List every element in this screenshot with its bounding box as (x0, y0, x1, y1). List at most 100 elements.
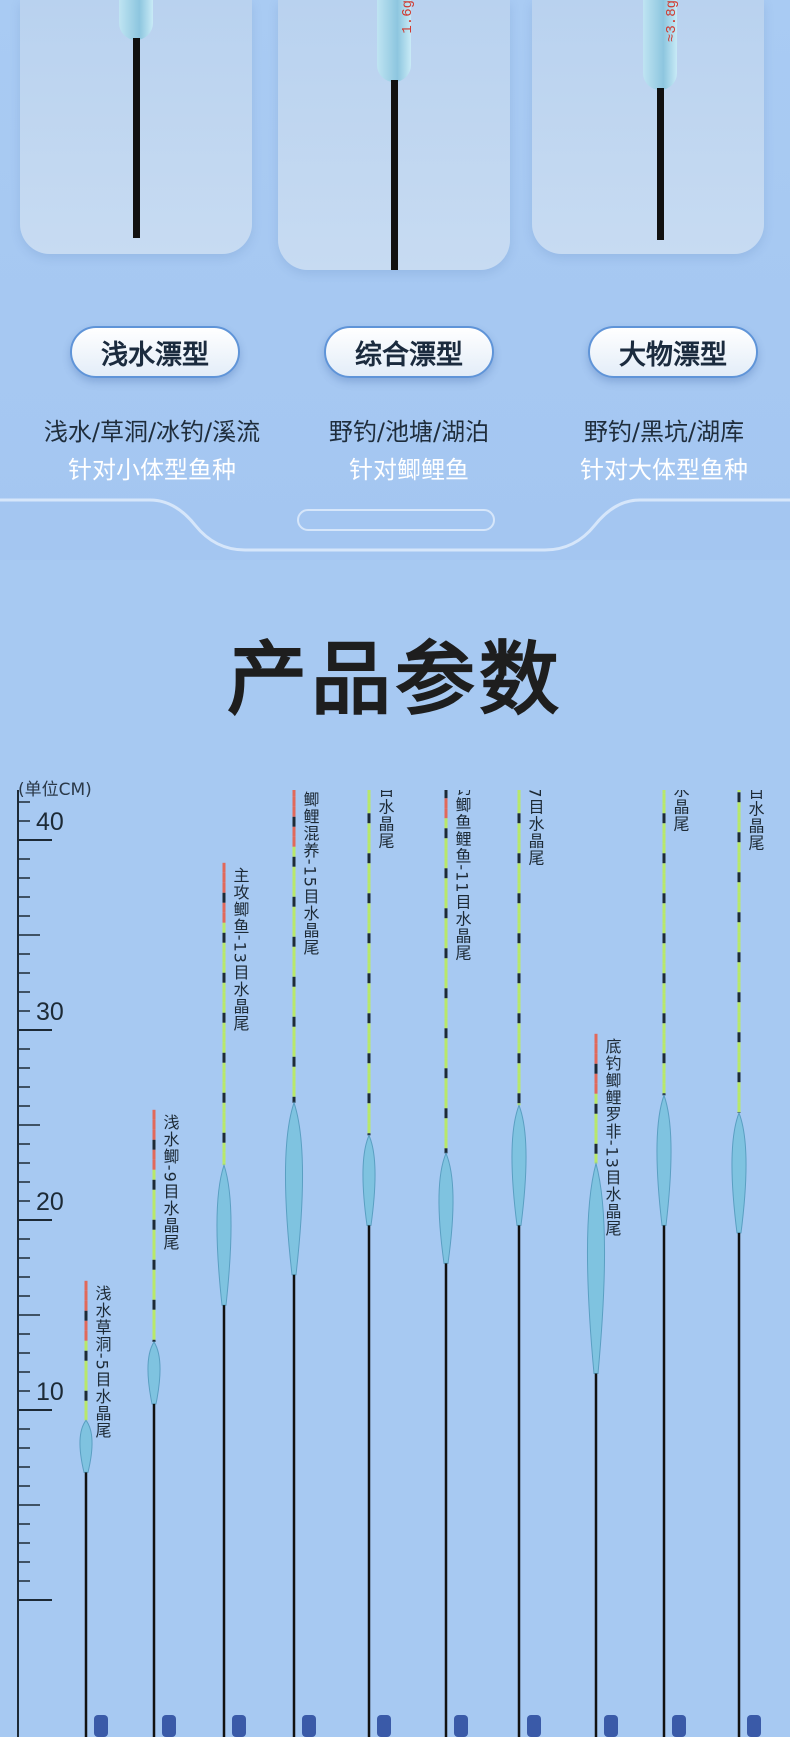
type-target-general: 针对鲫鲤鱼 (349, 456, 469, 484)
float-tip-segment (737, 1062, 741, 1073)
type-pill-shallow: 浅水漂型 (70, 326, 240, 378)
float-tip-segment (662, 813, 666, 824)
float-tip-segment (517, 993, 521, 1004)
float-tip-segment (367, 973, 371, 984)
float-tip-segment (517, 1023, 521, 1034)
float-tip-segment (222, 982, 226, 993)
float-tip-segment (152, 1219, 156, 1230)
float-image-card: ≈3.8g (532, 0, 764, 254)
float-tip-segment (737, 882, 741, 893)
float-tip-segment (367, 790, 371, 794)
float-tip-segment (662, 790, 666, 794)
float-tip-segment (662, 953, 666, 964)
float-tip-segment (222, 932, 226, 943)
float-tip-segment (367, 853, 371, 864)
float-tip-segment (222, 1062, 226, 1073)
float-tip-segment (84, 1330, 88, 1341)
float-tip-segment (737, 1042, 741, 1053)
float-tip-segment (292, 1096, 296, 1103)
float-tip-segment (367, 803, 371, 814)
float-tip-segment (222, 992, 226, 1003)
float-tip-segment (222, 1112, 226, 1123)
float-tip-segment (367, 823, 371, 834)
float-tip-segment (292, 826, 296, 837)
section-title: 产品参数 (227, 633, 563, 726)
float-tip-segment (444, 1028, 448, 1039)
float-tip-segment (594, 1043, 598, 1054)
float-tip-segment (517, 1053, 521, 1064)
float-tip-segment (152, 1339, 156, 1342)
float-tip-segment (444, 808, 448, 819)
float-tip-segment (292, 856, 296, 867)
float-tip-segment (662, 983, 666, 994)
float-body (642, 0, 677, 90)
float-tip-segment (517, 913, 521, 924)
float-tip-segment (737, 790, 741, 793)
float-tip-segment (222, 922, 226, 933)
float-tip-segment (444, 1098, 448, 1109)
float-body (511, 1103, 527, 1226)
float-tip-segment (222, 1122, 226, 1133)
float-tip-segment (84, 1400, 88, 1411)
float-tag (672, 1715, 686, 1737)
float-tip-segment (517, 1013, 521, 1024)
float-tip-segment (662, 1053, 666, 1064)
float-tip-segment (662, 1073, 666, 1084)
float-tip-segment (292, 1076, 296, 1087)
float-tag (162, 1715, 176, 1737)
float-tip-segment (517, 1003, 521, 1014)
float-tip-segment (737, 942, 741, 953)
float-tip-segment (84, 1310, 88, 1321)
float-tip-segment (444, 828, 448, 839)
float-tip-segment (367, 913, 371, 924)
float-tip-segment (594, 1103, 598, 1114)
float-tip-segment (367, 1073, 371, 1084)
float-tip-segment (444, 1138, 448, 1149)
float-name-label: 主攻鲫鲤鱼-17目水晶尾 (376, 790, 395, 849)
float-tip-segment (444, 978, 448, 989)
float-tip-segment (367, 1103, 371, 1114)
float-tip-segment (367, 1063, 371, 1074)
float-tip-segment (444, 928, 448, 939)
float-tip-segment (222, 952, 226, 963)
float-tip-segment (367, 1093, 371, 1104)
float-tip-segment (152, 1279, 156, 1290)
float-tip-segment (84, 1370, 88, 1381)
float-tip-segment (517, 1033, 521, 1044)
float-tip-segment (292, 996, 296, 1007)
float-tip-segment (367, 1113, 371, 1124)
float-tip-segment (517, 983, 521, 994)
type-use-big: 野钓/黑坑/湖库 (583, 418, 745, 446)
float-tag (377, 1715, 391, 1737)
float-tip-segment (594, 1063, 598, 1074)
float-name-label: 主攻鲫鱼-13目水晶尾 (231, 867, 250, 1032)
float-tip-segment (367, 1033, 371, 1044)
float-tip-segment (444, 1128, 448, 1139)
float-tip-segment (292, 956, 296, 967)
float-tip-segment (367, 883, 371, 894)
float-tip-segment (517, 923, 521, 934)
float-tip-segment (662, 1033, 666, 1044)
float-tip-segment (737, 972, 741, 983)
float-tip-segment (662, 1043, 666, 1054)
float-tip-segment (662, 1063, 666, 1074)
float-tip-segment (737, 962, 741, 973)
float-tip-segment (222, 942, 226, 953)
float-tip-segment (444, 968, 448, 979)
float-tip-segment (444, 1118, 448, 1129)
float-image-card (20, 0, 252, 254)
float-tip-segment (662, 853, 666, 864)
y-tick-label: 40 (36, 808, 64, 836)
float-tip-segment (444, 818, 448, 829)
float-body (119, 0, 153, 40)
float-tip-segment (222, 1132, 226, 1143)
float-body (362, 1134, 376, 1226)
float-tag (527, 1715, 541, 1737)
type-target-big: 针对大体型鱼种 (580, 456, 748, 484)
float-tip-segment (152, 1129, 156, 1140)
float-tip-segment (222, 1102, 226, 1113)
float-length-chart: 1020304050浅水草洞-5目水晶尾浅水鲫-9目水晶尾主攻鲫鱼-13目水晶尾… (17, 790, 765, 1737)
float-tip-segment (222, 872, 226, 883)
float-tip-segment (367, 933, 371, 944)
float-tip-segment (662, 843, 666, 854)
